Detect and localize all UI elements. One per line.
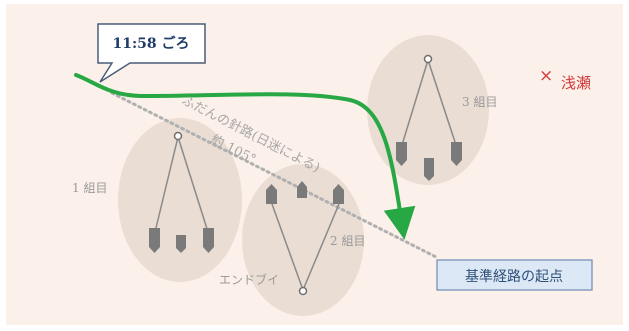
float-marker-icon	[333, 184, 344, 204]
actual-track-arrow	[74, 73, 416, 240]
float-marker-icon	[396, 142, 407, 166]
group1-rig	[149, 131, 214, 253]
group3-label: 3 組目	[462, 95, 497, 109]
shoal-label: 浅瀬	[561, 74, 591, 92]
group2-rig	[266, 181, 344, 296]
start-point-box	[436, 259, 593, 291]
float-marker-icon	[203, 228, 214, 253]
time-callout	[97, 23, 206, 83]
usual-route-line	[110, 91, 440, 260]
float-marker-icon	[297, 181, 307, 198]
buoy-icon	[423, 54, 433, 64]
group3-rig	[396, 54, 462, 181]
shoal-cross-icon: ×	[539, 66, 553, 86]
float-marker-icon	[176, 235, 186, 253]
group2-label: 2 組目	[330, 234, 365, 248]
float-marker-icon	[424, 158, 434, 181]
group1-label: 1 組目	[72, 181, 107, 195]
end-buoy-label: エンドブイ	[219, 272, 279, 287]
buoy-icon	[173, 131, 183, 141]
float-marker-icon	[149, 228, 160, 253]
time-callout-label: 11:58 ごろ	[112, 35, 189, 52]
start-point-label: 基準経路の起点	[465, 268, 563, 285]
end-buoy-icon	[298, 286, 308, 296]
float-marker-icon	[451, 142, 462, 166]
float-marker-icon	[266, 184, 277, 204]
